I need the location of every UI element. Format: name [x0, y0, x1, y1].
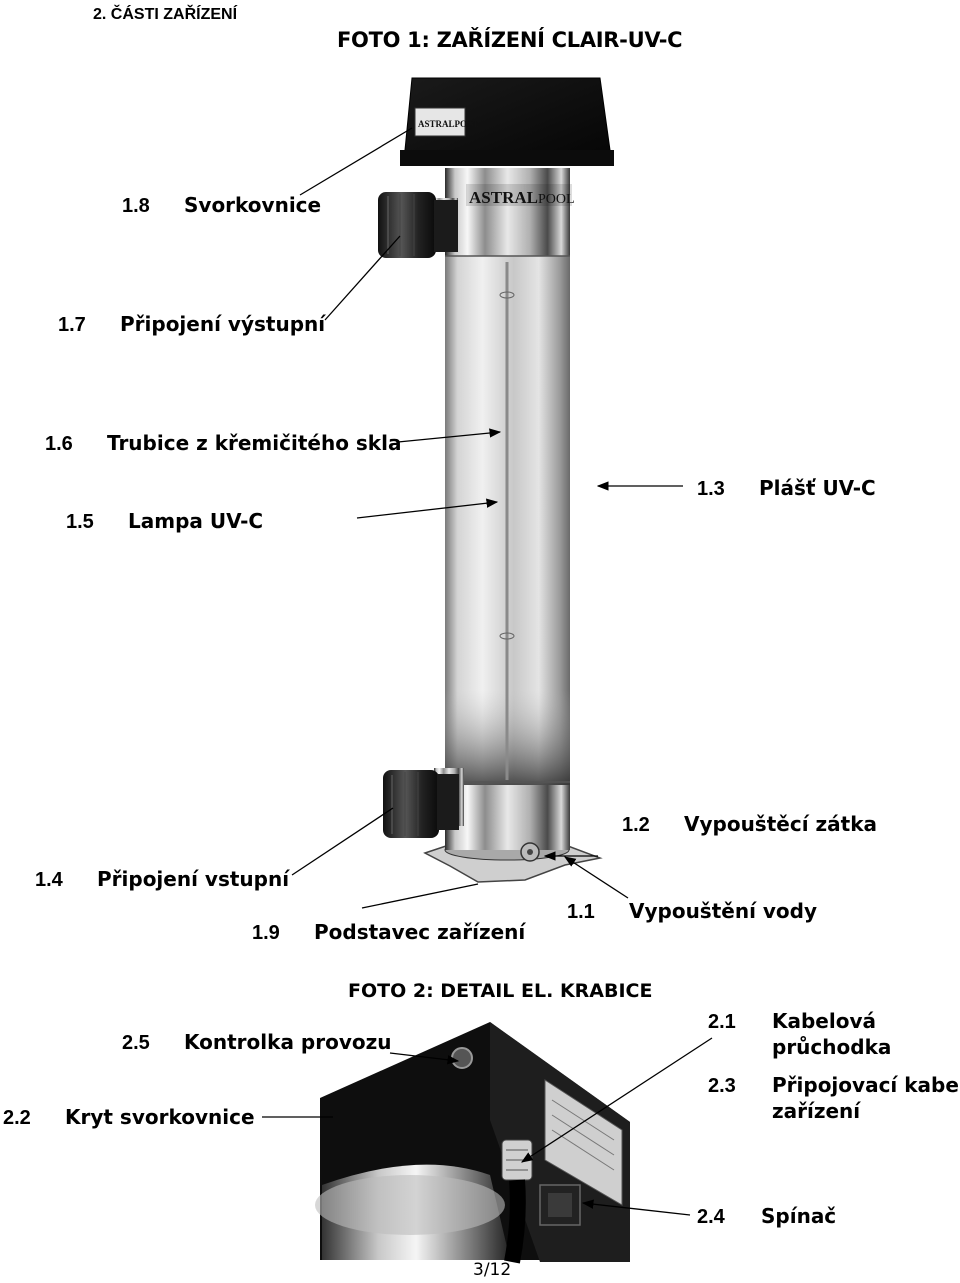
- label-2-3-line2: zařízení: [772, 1099, 861, 1123]
- device-body-upper: [445, 168, 570, 256]
- leader-1-1: [564, 856, 629, 899]
- leader-1-4: [291, 807, 394, 876]
- drain-plug: [520, 842, 540, 862]
- terminal-box-label: [414, 107, 466, 137]
- power-cable: [504, 1179, 526, 1264]
- leader-1-9: [361, 883, 479, 909]
- photo1-title: FOTO 1: ZAŘÍZENÍ CLAIR-UV-C: [337, 28, 683, 52]
- leader-1-5: [356, 498, 499, 519]
- leader-1-6: [397, 428, 502, 443]
- leader-1-8: [299, 127, 413, 196]
- section-heading: 2. ČÁSTI ZAŘÍZENÍ: [93, 6, 238, 23]
- cable-gland: [501, 1139, 533, 1181]
- body-logo-text: ASTRALPOOL: [469, 188, 575, 207]
- leader-2-5: [389, 1052, 460, 1065]
- electrical-box-photo: [315, 1022, 630, 1264]
- page-number: 3/12: [473, 1260, 512, 1280]
- leader-2-1: [521, 1037, 713, 1163]
- terminal-box-logo: ASTRALPOOL: [418, 119, 480, 129]
- indicator-light: [451, 1047, 473, 1069]
- body-logo-plate: [466, 184, 572, 206]
- inlet-connector: [383, 768, 464, 838]
- outlet-connector: [378, 192, 458, 258]
- leader-lines: [262, 127, 713, 1216]
- leader-2-4: [581, 1199, 691, 1216]
- device-body-lower: [445, 780, 570, 850]
- uv-device-photo: ASTRALPOOL ASTRALPOOL: [378, 77, 614, 883]
- leader-1-7: [324, 235, 401, 321]
- photo2-title: FOTO 2: DETAIL EL. KRABICE: [348, 980, 653, 1002]
- label-2-1-line2: průchodka: [772, 1035, 892, 1059]
